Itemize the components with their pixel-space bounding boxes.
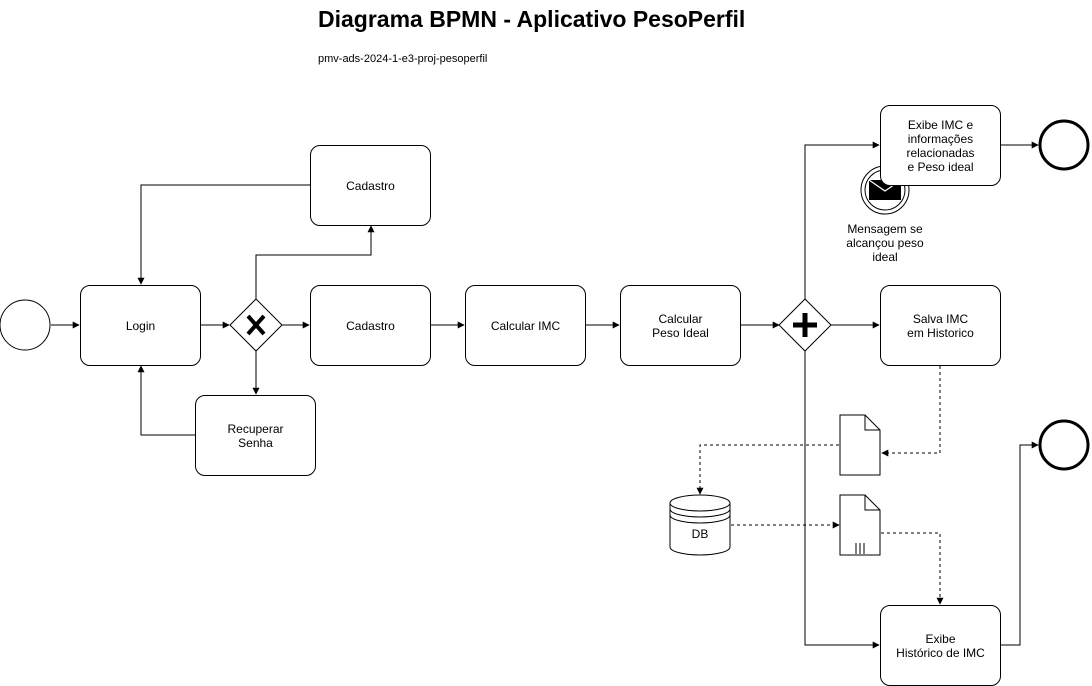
task-cadastro-label: Cadastro — [346, 318, 395, 333]
task-exibe-historico: Exibe Histórico de IMC — [880, 605, 1001, 686]
task-recuperar-senha-label: Recuperar Senha — [227, 421, 284, 450]
task-login: Login — [80, 285, 201, 366]
flow-exibe-historico-to-end — [1001, 441, 1039, 646]
start-event-icon — [0, 299, 51, 351]
data-object-document-icon — [839, 414, 881, 476]
message-event-label: Mensagem se alcançou peso ideal — [846, 222, 924, 264]
task-calcular-imc: Calcular IMC — [465, 285, 586, 366]
flow-parallel-to-exibe-historico — [804, 350, 880, 649]
assoc-document-to-db — [696, 444, 839, 495]
parallel-gateway-icon — [778, 298, 832, 352]
task-salva-imc-label: Salva IMC em Historico — [907, 311, 974, 340]
task-cadastro-top: Cadastro — [310, 145, 431, 226]
flow-recuperar-to-login — [137, 365, 195, 436]
task-recuperar-senha: Recuperar Senha — [195, 395, 316, 476]
task-calcular-imc-label: Calcular IMC — [490, 318, 561, 333]
assoc-collection-to-exibe-historico — [881, 532, 944, 605]
flow-cadastro-top-to-login — [137, 184, 310, 285]
data-collection-icon — [839, 494, 881, 556]
diagram-title: Diagrama BPMN - Aplicativo PesoPerfil — [318, 6, 746, 32]
assoc-salva-to-document — [881, 366, 941, 457]
task-login-label: Login — [125, 318, 156, 333]
data-store-label: DB — [691, 527, 709, 541]
task-cadastro: Cadastro — [310, 285, 431, 366]
task-calcular-peso-ideal: Calcular Peso Ideal — [620, 285, 741, 366]
flow-parallel-to-exibe-imc — [804, 141, 880, 300]
database-icon — [669, 494, 731, 556]
task-salva-imc: Salva IMC em Historico — [880, 285, 1001, 366]
exclusive-gateway-icon — [229, 298, 283, 352]
diagram-subtitle: pmv-ads-2024-1-e3-proj-pesoperfil — [318, 53, 488, 65]
task-calcular-peso-ideal-label: Calcular Peso Ideal — [652, 311, 709, 340]
task-exibe-imc: Exibe IMC e informações relacionadas e P… — [880, 105, 1001, 186]
task-exibe-imc-label: Exibe IMC e informações relacionadas e P… — [906, 117, 975, 174]
message-event-icon — [860, 165, 910, 215]
end-event-top-icon — [1038, 119, 1090, 171]
end-event-bottom-icon — [1038, 419, 1090, 471]
flow-gateway-to-cadastro-top — [255, 225, 375, 300]
task-cadastro-top-label: Cadastro — [346, 178, 395, 193]
task-exibe-historico-label: Exibe Histórico de IMC — [896, 631, 985, 660]
